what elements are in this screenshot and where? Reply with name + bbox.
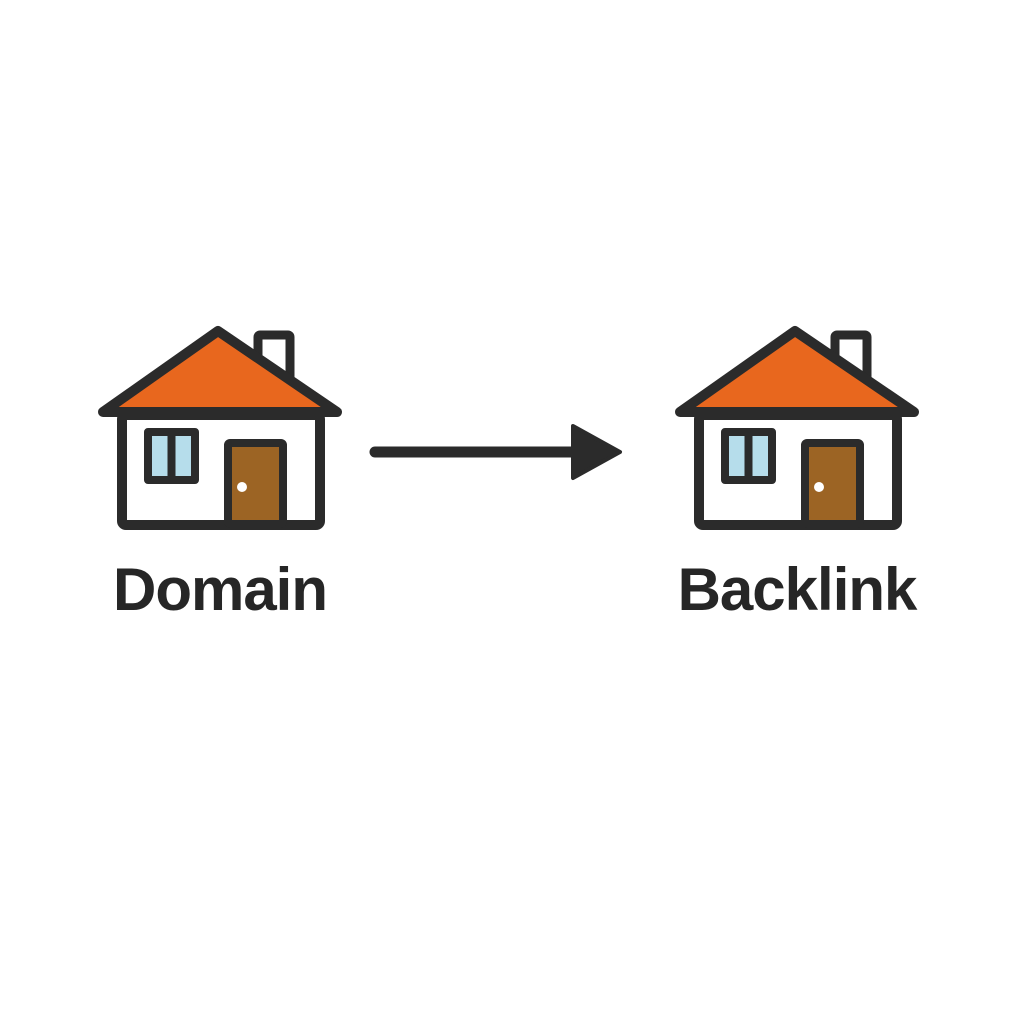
roof-shape [98,326,342,417]
domain-label: Domain [112,556,328,623]
domain-node [95,325,345,533]
arrow-head [571,424,622,480]
door-shape [224,439,287,528]
doorknob-shape [237,482,247,492]
door-shape [801,439,864,528]
backlink-label: Backlink [677,556,918,623]
arrow-right-icon [369,424,622,480]
backlink-node [672,325,922,533]
roof-shape [675,326,919,417]
doorknob-shape [814,482,824,492]
house-icon [675,326,919,530]
house-icon [98,326,342,530]
